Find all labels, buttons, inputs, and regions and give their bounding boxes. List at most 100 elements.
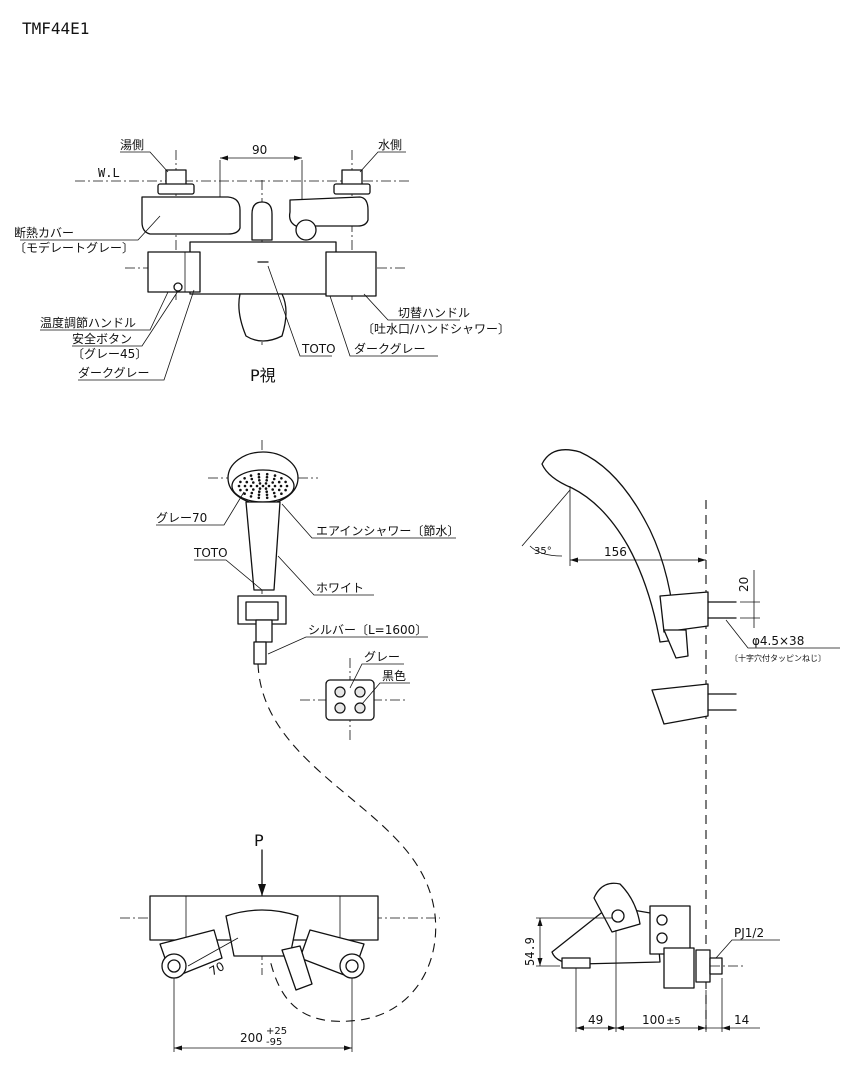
hand-shower: グレー70 エアインシャワー〔節水〕 TOTO ホワイト シルバー〔L=1600… [156, 440, 459, 1022]
spray-hole [277, 488, 281, 492]
spray-hole [267, 484, 271, 488]
spray-hole [255, 484, 259, 488]
side-connector [663, 947, 695, 989]
switch-handle-sub: 〔吐水口/ハンドシャワー〕 [362, 322, 510, 336]
leader [725, 619, 840, 649]
spray-holes [237, 472, 289, 500]
spray-hole [257, 496, 261, 500]
dim-arrow [174, 1045, 182, 1051]
dim-arrow [616, 1025, 624, 1031]
spray-hole [239, 480, 242, 484]
dim-arrow [570, 557, 578, 563]
cold-nut [333, 183, 371, 195]
leader [194, 559, 263, 591]
spray-hole [273, 484, 277, 488]
spray-hole [243, 484, 247, 488]
hot-side-label: 湯側 [120, 138, 144, 152]
dim-arrow [220, 155, 228, 161]
holder-hole [334, 702, 346, 714]
cold-arm [288, 196, 369, 227]
dim-100-label: 100 [642, 1013, 665, 1027]
spray-hole [257, 493, 261, 497]
dim-156-label: 156 [604, 545, 627, 559]
spray-hole [252, 488, 255, 491]
spray-hole [252, 481, 255, 484]
spout-outlet [238, 293, 287, 342]
pipe-label: PJ1/2 [734, 926, 764, 940]
dim-70-label: 70 [207, 959, 227, 979]
leader [267, 636, 428, 655]
screw-label: φ4.5×38 [752, 634, 804, 648]
leader [715, 939, 780, 959]
dim-arrow [698, 557, 706, 563]
spray-hole [258, 479, 261, 482]
dim-49-label: 49 [588, 1013, 603, 1027]
side-lever [593, 882, 641, 933]
spray-hole [250, 491, 254, 495]
wall-holder [325, 679, 375, 721]
temp-handle-label: 温度調節ハンドル [40, 315, 136, 330]
leader [361, 682, 410, 705]
hose-outlet [281, 945, 313, 991]
valve-stem [251, 201, 273, 241]
leader [363, 293, 460, 321]
side-hose-end [663, 629, 689, 659]
spray-hole [280, 492, 283, 496]
spray-hole [258, 487, 262, 490]
spray-hole [249, 484, 253, 488]
spray-hole [273, 495, 277, 498]
side-body-hole [656, 914, 668, 926]
spray-hole [284, 480, 287, 484]
leader [156, 491, 245, 526]
holder-hole [334, 686, 346, 698]
p-label: P [254, 831, 264, 850]
spray-hole [239, 488, 242, 492]
spray-hole [258, 490, 261, 494]
side-shower-holder [659, 591, 709, 633]
model-number: TMF44E1 [22, 19, 89, 38]
dim-arrow [722, 1025, 730, 1031]
leader [267, 265, 332, 357]
leader [40, 291, 169, 331]
dim-arrow [537, 958, 543, 966]
shower-grip [245, 501, 281, 591]
dim-arrow [608, 1025, 616, 1031]
spray-hole [285, 484, 289, 488]
spray-hole [277, 480, 281, 484]
insulation-cover-label: 断熱カバー [14, 225, 74, 240]
leader [72, 290, 179, 347]
spray-hole [245, 488, 249, 492]
spray-hole [264, 487, 268, 490]
spray-hole [250, 477, 254, 481]
spray-hole [272, 477, 276, 481]
hose-end [253, 641, 267, 665]
dim-14-label: 14 [734, 1013, 749, 1027]
dim-arrow [576, 1025, 584, 1031]
spray-hole [265, 496, 269, 500]
view-label: P視 [250, 366, 276, 385]
spray-hole [284, 488, 287, 492]
spray-hole [279, 484, 283, 488]
spray-hole [265, 479, 269, 482]
dim-arrow [294, 155, 302, 161]
leader [20, 215, 161, 241]
spray-hole [257, 475, 261, 479]
side-body [649, 905, 691, 955]
leader [281, 503, 456, 539]
dim-100-tol: ±5 [666, 1016, 681, 1027]
angle-label: 35° [534, 546, 552, 557]
mixer-body [189, 241, 337, 295]
holder-inner [245, 601, 279, 621]
toto-shower-label: TOTO [193, 546, 228, 560]
spray-hole [249, 474, 253, 477]
insulation-cover [141, 196, 241, 235]
angle-arc [529, 545, 563, 557]
dim-200-tol-plus: +25 [266, 1026, 287, 1037]
insulation-cover-sub: 〔モデレートグレー〕 [14, 240, 134, 255]
side-flange [695, 949, 711, 983]
hose-path [257, 663, 437, 1022]
gray-label: グレー [364, 650, 400, 664]
spray-hole [265, 475, 269, 479]
holder-hole [354, 686, 366, 698]
white-label: ホワイト [316, 581, 364, 595]
